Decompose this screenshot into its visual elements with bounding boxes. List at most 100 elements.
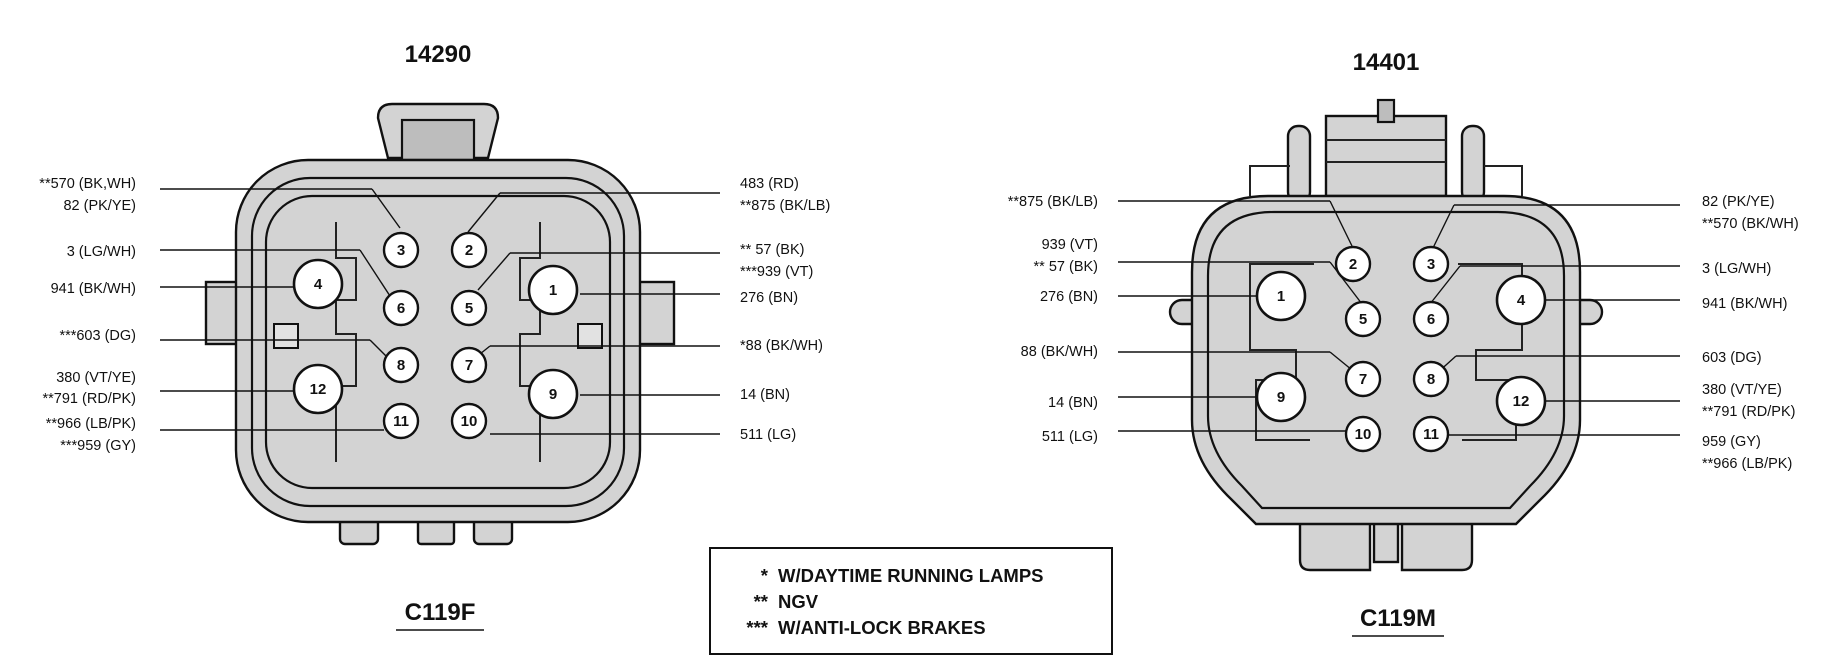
- label-276-bn: 276 (BN): [1040, 289, 1098, 305]
- pin-10: 10: [1344, 415, 1382, 453]
- legend-mark-2: **: [754, 591, 769, 612]
- svg-text:1: 1: [549, 282, 557, 299]
- leader-483-to-pin2: [467, 192, 501, 233]
- label-380-vt-ye: 380 (VT/YE): [56, 370, 136, 386]
- label-875-bk-lb: **875 (BK/LB): [1008, 194, 1098, 210]
- label-959-gy: ***959 (GY): [60, 438, 136, 454]
- legend-box: * W/DAYTIME RUNNING LAMPS ** NGV *** W/A…: [709, 547, 1113, 655]
- housing-seal-ring: [250, 176, 626, 508]
- label-511-lg: 511 (LG): [740, 427, 796, 443]
- pin-10: 10: [450, 402, 488, 440]
- label-57-bk: ** 57 (BK): [740, 242, 804, 258]
- legend-text-ngv: NGV: [778, 591, 819, 612]
- svg-text:4: 4: [1517, 292, 1526, 309]
- svg-text:9: 9: [1277, 389, 1285, 406]
- legend-mark-3: ***: [746, 617, 768, 638]
- right-key: [577, 323, 603, 349]
- label-941-bk-wh: 941 (BK/WH): [1702, 296, 1787, 312]
- label-939-vt: 939 (VT): [1042, 237, 1098, 253]
- cavity-wall-left: [335, 222, 357, 462]
- pin-7: 7: [450, 346, 488, 384]
- svg-text:10: 10: [1355, 426, 1372, 443]
- pin-8: 8: [382, 346, 420, 384]
- cavity-wall-left: [1249, 263, 1314, 441]
- svg-text:9: 9: [549, 386, 557, 403]
- pin-4: 4: [1495, 274, 1547, 326]
- label-276-bn: 276 (BN): [740, 290, 798, 306]
- svg-text:3: 3: [397, 242, 405, 259]
- pin-12: 12: [292, 363, 344, 415]
- svg-text:11: 11: [393, 413, 409, 430]
- pin-7: 7: [1344, 360, 1382, 398]
- pin-2: 2: [1334, 245, 1372, 283]
- pin-2: 2: [450, 231, 488, 269]
- label-791-rd-pk: **791 (RD/PK): [1702, 404, 1795, 420]
- label-14-bn: 14 (BN): [740, 387, 790, 403]
- latch-arm-left: [1249, 165, 1290, 196]
- label-88-bk-wh: 88 (BK/WH): [1021, 344, 1098, 360]
- legend-mark-1: *: [761, 565, 769, 586]
- connector-id-c119f: C119F: [405, 599, 476, 626]
- svg-text:12: 12: [310, 381, 327, 398]
- leader-570-to-pin3: [371, 188, 401, 229]
- pin-5: 5: [1344, 300, 1382, 338]
- leader-88-to-pin7: [1329, 351, 1353, 371]
- pin-12: 12: [1495, 375, 1547, 427]
- svg-text:8: 8: [397, 357, 405, 374]
- pin-9: 9: [1255, 371, 1307, 423]
- label-603-dg: ***603 (DG): [59, 328, 136, 344]
- svg-text:7: 7: [1359, 371, 1367, 388]
- pin-11: 11: [1412, 415, 1450, 453]
- label-966-lb-pk: **966 (LB/PK): [1702, 456, 1792, 472]
- svg-text:11: 11: [1423, 426, 1439, 443]
- pin-1: 1: [1255, 270, 1307, 322]
- latch-window: [400, 118, 476, 162]
- top-latch: [1324, 114, 1448, 198]
- connector-c119f: 14290: [39, 41, 830, 631]
- svg-text:2: 2: [465, 242, 473, 259]
- left-key: [273, 323, 299, 349]
- pin-3: 3: [1412, 245, 1450, 283]
- latch-arm-right: [1484, 165, 1523, 196]
- label-875-bk-lb: **875 (BK/LB): [740, 198, 830, 214]
- label-941-bk-wh: 941 (BK/WH): [51, 281, 136, 297]
- label-570-bk-wh: **570 (BK,WH): [39, 176, 136, 192]
- label-966-lb-pk: **966 (LB/PK): [46, 416, 136, 432]
- leader-939-to-pin5: [1329, 261, 1363, 305]
- connector-c119m: 14401: [1008, 49, 1799, 637]
- pin-6: 6: [1412, 300, 1450, 338]
- label-82-pk-ye: 82 (PK/YE): [63, 198, 136, 214]
- svg-text:3: 3: [1427, 256, 1435, 273]
- housing-seal-ring: [1206, 210, 1566, 510]
- label-483-rd: 483 (RD): [740, 176, 799, 192]
- svg-text:4: 4: [314, 276, 323, 293]
- label-57-bk: ** 57 (BK): [1034, 259, 1098, 275]
- label-511-lg: 511 (LG): [1042, 429, 1098, 445]
- pin-5: 5: [450, 289, 488, 327]
- svg-text:6: 6: [397, 300, 405, 317]
- legend-text-anti-lock-brakes: W/ANTI-LOCK BRAKES: [778, 617, 986, 638]
- svg-text:5: 5: [465, 300, 473, 317]
- housing-inner-ring: [264, 194, 612, 490]
- pin-11: 11: [382, 402, 420, 440]
- svg-text:1: 1: [1277, 288, 1285, 305]
- label-3-lg-wh: 3 (LG/WH): [67, 244, 136, 260]
- label-791-rd-pk: **791 (RD/PK): [43, 391, 136, 407]
- latch-tip: [1376, 98, 1396, 124]
- label-3-lg-wh: 3 (LG/WH): [1702, 261, 1771, 277]
- svg-text:5: 5: [1359, 311, 1367, 328]
- part-number-14290: 14290: [405, 41, 472, 68]
- pin-3: 3: [382, 231, 420, 269]
- label-82-pk-ye: 82 (PK/YE): [1702, 194, 1775, 210]
- connector-id-c119m: C119M: [1360, 605, 1436, 632]
- leader-875-to-pin2: [1329, 200, 1353, 247]
- leader-3lgwh-to-pin6: [359, 249, 391, 297]
- pin-8: 8: [1412, 360, 1450, 398]
- part-number-14401: 14401: [1353, 49, 1420, 76]
- leader-57-to-pin5: [477, 252, 511, 291]
- latch-post-right: [1460, 124, 1486, 204]
- svg-text:8: 8: [1427, 371, 1435, 388]
- svg-text:7: 7: [465, 357, 473, 374]
- housing: [1190, 194, 1582, 526]
